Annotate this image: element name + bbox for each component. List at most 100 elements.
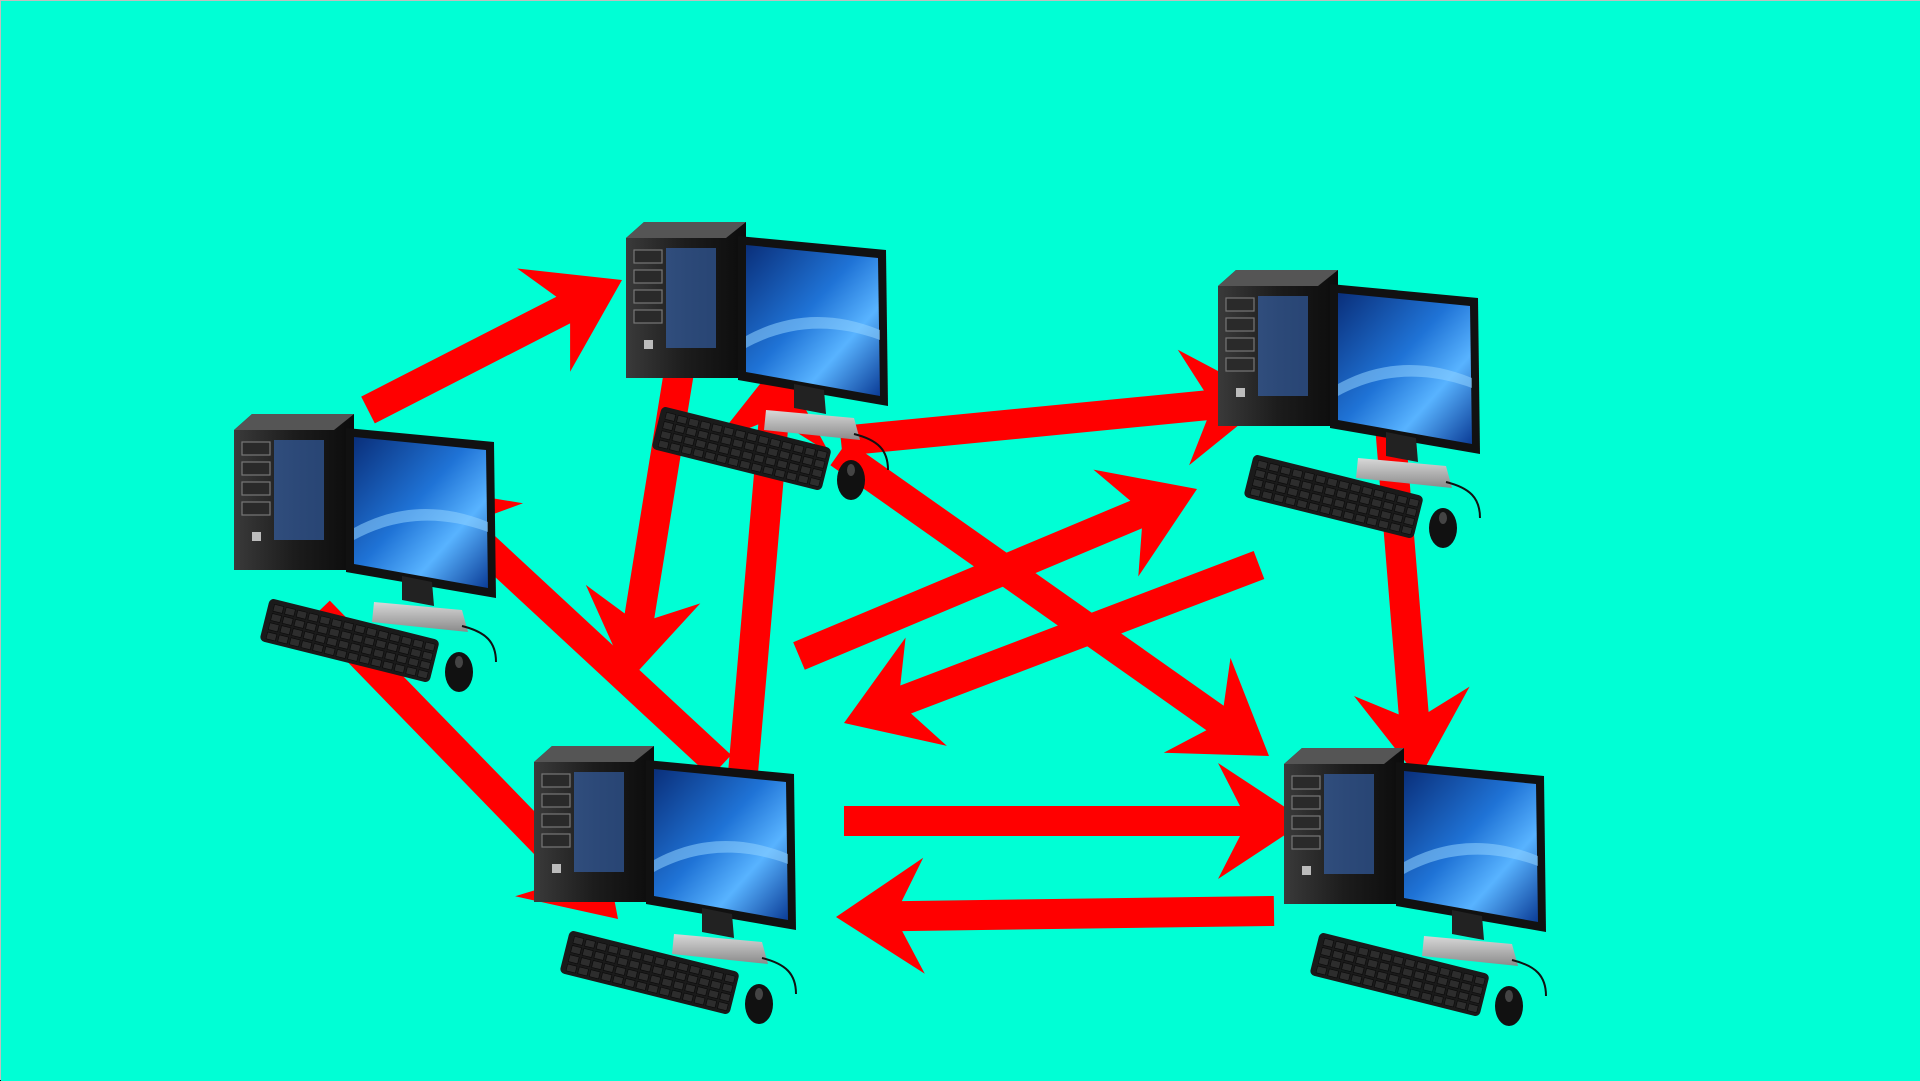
drive-bay — [241, 461, 271, 476]
keyboard-key — [265, 631, 278, 642]
keyboard-key — [697, 429, 709, 440]
keyboard-key — [365, 627, 378, 637]
screen-wave — [354, 509, 488, 540]
keyboard-key — [616, 956, 629, 967]
keyboard-key — [1296, 499, 1308, 510]
keyboard-key — [753, 453, 765, 464]
screen-wave — [746, 317, 880, 348]
keyboard-key — [326, 636, 338, 647]
keyboard-key — [1369, 949, 1381, 960]
keyboard — [1310, 933, 1489, 1016]
keyboard-key — [1390, 964, 1402, 975]
arrow-bottom-right-to-bottom-center — [836, 857, 1275, 974]
keyboard-key — [642, 953, 655, 964]
keyboard-key — [1345, 501, 1357, 512]
arrow-bottom-center-to-top-center — [713, 360, 830, 775]
keyboard-key — [1436, 976, 1449, 987]
keyboard-key — [734, 429, 747, 440]
screen-wave — [1338, 365, 1472, 396]
keyboard-key — [270, 613, 282, 623]
keyboard-key — [593, 950, 606, 961]
keyboard-key — [722, 426, 735, 437]
drive-bay — [1291, 835, 1321, 850]
keyboard-key — [1393, 503, 1406, 514]
drive-bay — [633, 309, 663, 324]
keyboard-key — [699, 420, 712, 431]
keyboard-key — [335, 649, 348, 659]
keyboard-key — [671, 433, 684, 444]
keyboard-key — [1341, 962, 1353, 972]
keyboard-key — [1408, 988, 1421, 999]
keyboard-key — [1450, 969, 1463, 980]
drive-bay — [1291, 815, 1321, 830]
keyboard-key — [778, 450, 791, 461]
keyboard-key — [654, 956, 666, 967]
keyboard-key — [1387, 973, 1400, 984]
arrow-top-right-to-bottom-center — [844, 551, 1265, 746]
keyboard-key — [1277, 474, 1290, 485]
keyboard-key — [1275, 484, 1287, 494]
keyboard-key — [706, 441, 719, 452]
keyboard-key — [295, 609, 308, 620]
keyboard-key — [595, 941, 608, 952]
keyboard-key — [1397, 985, 1409, 996]
keyboard-key — [342, 621, 355, 632]
keyboard-key — [1376, 970, 1388, 981]
tower-top — [234, 414, 354, 430]
keyboard-key — [686, 974, 699, 985]
keyboard-key — [293, 618, 306, 629]
keyboard-key — [717, 1001, 729, 1012]
keyboard-key — [1324, 486, 1336, 497]
keyboard-key — [708, 432, 721, 443]
computer-node-bottom-center — [534, 746, 797, 1024]
keyboard-key — [1473, 975, 1486, 986]
keyboard-key — [358, 654, 371, 665]
keyboard-body — [652, 407, 831, 490]
keyboard-key — [664, 411, 677, 422]
keyboard-key — [300, 640, 313, 651]
keyboard-key — [1411, 979, 1423, 990]
keyboard-key — [1334, 940, 1346, 951]
keyboard-key — [623, 978, 636, 988]
keyboard-key — [412, 638, 424, 649]
keyboard-key — [1370, 498, 1383, 509]
keyboard-key — [1372, 488, 1385, 499]
drive-bay — [633, 269, 663, 284]
keyboard-key — [1446, 988, 1458, 999]
arrow-top-center-to-top-right — [839, 349, 1271, 466]
keyboard-key — [809, 477, 821, 488]
keyboard-key — [1322, 937, 1335, 948]
keyboard-key — [1467, 1003, 1479, 1014]
computer-nodes — [234, 222, 1547, 1026]
keyboard-key — [813, 458, 826, 469]
keyboard-key — [767, 447, 779, 458]
keyboard-key — [1310, 492, 1322, 503]
keyboard-key — [649, 974, 662, 985]
keyboard-key — [1427, 964, 1439, 974]
keyboard-key — [792, 443, 805, 454]
keyboard-key — [1403, 516, 1415, 526]
keyboard-key — [1331, 507, 1343, 518]
keyboard-key — [567, 954, 580, 965]
keyboard-key — [1469, 994, 1481, 1004]
monitor-stand — [1422, 936, 1518, 966]
mouse-cable — [461, 625, 497, 663]
keyboard-key — [1425, 973, 1437, 984]
keyboard-key — [305, 621, 317, 632]
keyboard-key — [1364, 967, 1377, 978]
keyboard-key — [1263, 481, 1276, 492]
keyboard-key — [1373, 980, 1386, 990]
keyboard-key — [1384, 491, 1397, 502]
keyboard-key — [377, 630, 389, 640]
keyboard-key — [400, 635, 413, 646]
drive-bay — [633, 289, 663, 304]
keyboard-key — [755, 444, 768, 455]
screen-wave — [1404, 843, 1538, 874]
keyboard-key — [682, 992, 694, 1003]
tower-top — [534, 746, 654, 762]
keyboard-key — [1405, 506, 1418, 517]
keyboard-key — [715, 454, 728, 464]
keyboard-key — [1391, 513, 1404, 524]
keyboard-key — [354, 624, 366, 635]
